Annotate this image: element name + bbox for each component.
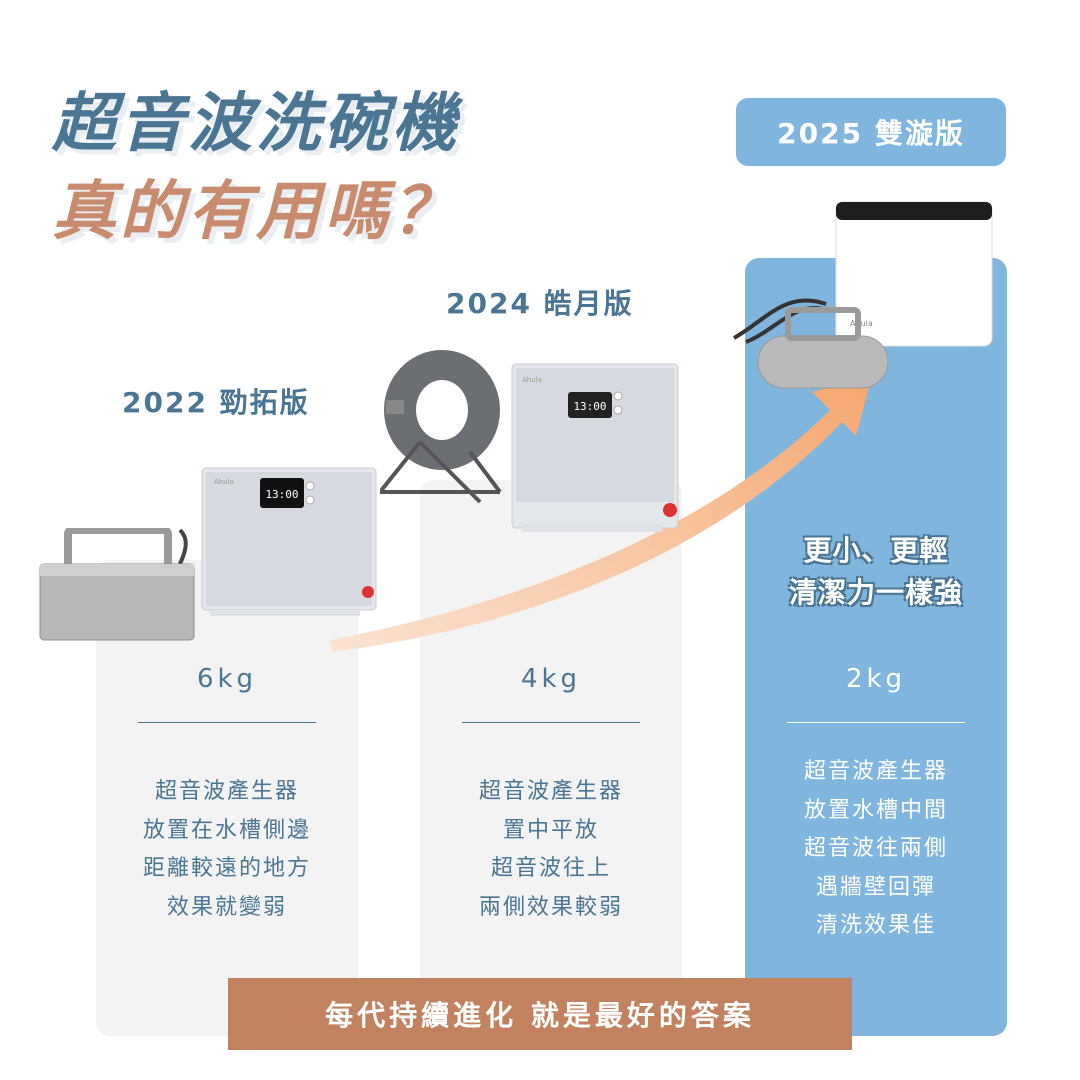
description-line: 效果就變弱 <box>166 894 287 920</box>
version-badge-2025: 2025 雙漩版 <box>736 98 1006 166</box>
description-line: 兩側效果較弱 <box>478 894 623 920</box>
version-label-2024: 2024 皓月版 <box>446 287 634 320</box>
product-2022-generator: 13:00 Ahula <box>200 466 380 628</box>
divider <box>462 722 640 723</box>
highlight-2025: 更小、更輕 清潔力一樣強 <box>745 530 1007 614</box>
description-line: 超音波產生器 <box>154 779 299 804</box>
description-line: 遇牆壁回彈 <box>815 874 936 900</box>
description-line: 超音波產生器 <box>803 759 948 784</box>
divider <box>138 722 316 723</box>
weight-2025: 2kg <box>845 664 907 694</box>
description-line: 置中平放 <box>502 817 599 843</box>
version-card-2024 <box>420 480 682 1036</box>
description-line: 超音波往上 <box>490 856 611 881</box>
product-2024-generator: 13:00 Ahula <box>510 362 682 542</box>
highlight-line: 更小、更輕 <box>803 534 949 567</box>
bottom-banner: 每代持續進化 就是最好的答案 <box>228 978 852 1050</box>
svg-text:Ahula: Ahula <box>850 319 873 328</box>
description-line: 超音波往兩側 <box>803 836 948 861</box>
description-2024: 超音波產生器 置中平放 超音波往上 兩側效果較弱 <box>420 773 682 927</box>
description-line: 放置水槽中間 <box>803 797 948 823</box>
divider <box>787 722 965 723</box>
display-time-2024: 13:00 <box>573 400 606 413</box>
description-line: 超音波產生器 <box>478 779 623 804</box>
weight-2022: 6kg <box>196 664 258 694</box>
product-2024-transducer <box>378 342 520 516</box>
page-title-line2: 真的有用嗎？ <box>52 175 460 249</box>
product-2022-transducer <box>38 526 198 648</box>
product-2025-set: Ahula <box>726 200 1004 394</box>
weight-2024: 4kg <box>520 664 582 694</box>
description-line: 放置在水槽側邊 <box>142 817 311 843</box>
description-line: 清洗效果佳 <box>815 913 936 938</box>
description-2025: 超音波產生器 放置水槽中間 超音波往兩側 遇牆壁回彈 清洗效果佳 <box>745 753 1007 946</box>
description-line: 距離較遠的地方 <box>142 856 311 881</box>
display-time: 13:00 <box>265 488 298 501</box>
svg-text:Ahula: Ahula <box>522 376 542 384</box>
description-2022: 超音波產生器 放置在水槽側邊 距離較遠的地方 效果就變弱 <box>96 773 358 927</box>
svg-text:Ahula: Ahula <box>214 478 234 486</box>
version-label-2022: 2022 勁拓版 <box>122 386 310 419</box>
page-title-line1: 超音波洗碗機 <box>52 87 460 161</box>
highlight-line: 清潔力一樣強 <box>788 576 963 609</box>
